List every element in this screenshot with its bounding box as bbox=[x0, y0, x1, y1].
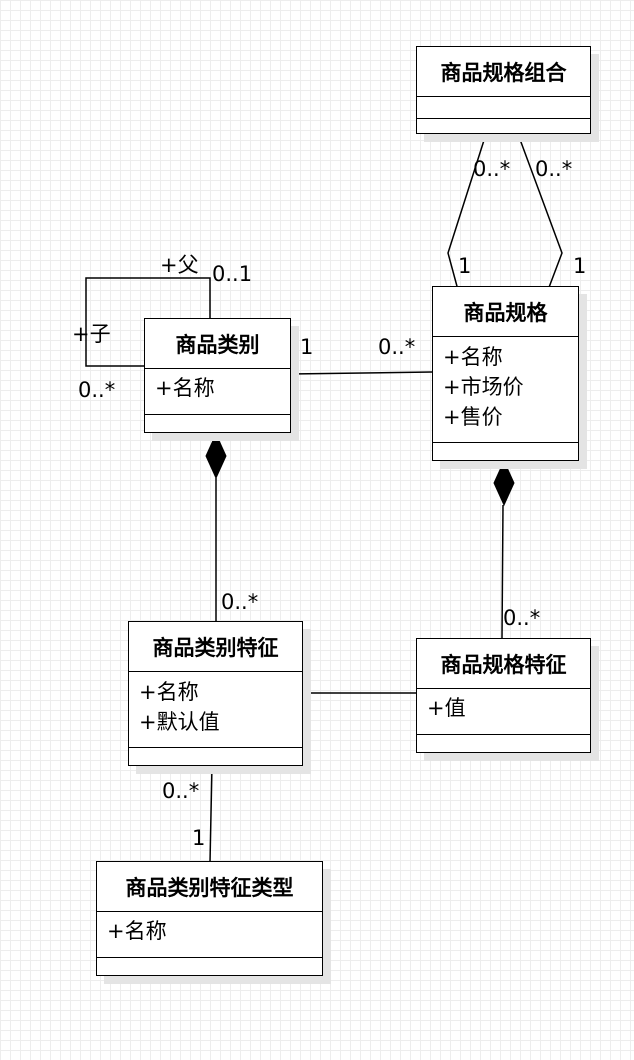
attr-category-name: +名称 bbox=[155, 376, 215, 400]
class-spec-feature-attributes: +值 bbox=[417, 689, 590, 735]
assoc-combo-spec-right bbox=[517, 133, 563, 291]
class-category-operations bbox=[145, 415, 290, 431]
class-spec-name: 商品规格 bbox=[433, 287, 578, 337]
composition-spec-feature bbox=[501, 504, 504, 639]
mult-feature-type-top: 0..* bbox=[162, 779, 200, 803]
attr-spec-name: +名称 bbox=[443, 345, 503, 369]
class-category-feature-type[interactable]: 商品类别特征类型 +名称 bbox=[96, 861, 323, 976]
mult-combo-right-bottom: 1 bbox=[573, 254, 587, 278]
mult-child: 0..* bbox=[78, 378, 116, 402]
class-category[interactable]: 商品类别 +名称 bbox=[144, 318, 291, 433]
composition-diamond-category bbox=[205, 432, 227, 480]
class-spec-operations bbox=[433, 443, 578, 459]
class-spec-feature[interactable]: 商品规格特征 +值 bbox=[416, 638, 591, 753]
class-spec-combo-name: 商品规格组合 bbox=[417, 47, 590, 97]
mult-category-spec-right: 0..* bbox=[378, 335, 416, 359]
mult-combo-right-top: 0..* bbox=[535, 157, 573, 181]
class-category-feature-operations bbox=[129, 748, 302, 764]
class-spec-combo-operations bbox=[417, 119, 590, 135]
assoc-catfeature-type bbox=[209, 764, 213, 863]
attr-category-feature-name: +名称 bbox=[139, 680, 199, 704]
attr-category-feature-default: +默认值 bbox=[139, 710, 220, 734]
assoc-combo-spec-left bbox=[447, 133, 487, 291]
mult-combo-left-bottom: 1 bbox=[458, 254, 472, 278]
attr-feature-type-name: +名称 bbox=[107, 919, 167, 943]
assoc-category-spec bbox=[289, 371, 433, 375]
attr-spec-sale-price: +售价 bbox=[443, 405, 503, 429]
class-category-feature-type-operations bbox=[97, 958, 322, 974]
mult-combo-left-top: 0..* bbox=[473, 157, 511, 181]
assoc-category-self bbox=[85, 277, 211, 367]
class-category-feature-type-attributes: +名称 bbox=[97, 912, 322, 958]
class-category-feature-type-name: 商品类别特征类型 bbox=[97, 862, 322, 912]
class-spec-feature-name: 商品规格特征 bbox=[417, 639, 590, 689]
attr-spec-feature-value: +值 bbox=[427, 696, 466, 720]
class-category-feature-name: 商品类别特征 bbox=[129, 622, 302, 672]
class-category-name: 商品类别 bbox=[145, 319, 290, 369]
class-spec-combo-attributes bbox=[417, 97, 590, 119]
class-category-feature-attributes: +名称 +默认值 bbox=[129, 672, 302, 748]
class-spec-feature-operations bbox=[417, 735, 590, 751]
mult-parent: 0..1 bbox=[212, 262, 253, 286]
role-child: +子 bbox=[72, 322, 111, 346]
class-category-feature[interactable]: 商品类别特征 +名称 +默认值 bbox=[128, 621, 303, 766]
class-spec[interactable]: 商品规格 +名称 +市场价 +售价 bbox=[432, 286, 579, 461]
class-spec-combo[interactable]: 商品规格组合 bbox=[416, 46, 591, 134]
mult-feature-type-bottom: 1 bbox=[192, 826, 206, 850]
attr-spec-market-price: +市场价 bbox=[443, 375, 524, 399]
role-parent: +父 bbox=[160, 253, 199, 277]
composition-diamond-spec bbox=[493, 459, 515, 507]
class-category-attributes: +名称 bbox=[145, 369, 290, 415]
mult-category-spec-left: 1 bbox=[300, 335, 314, 359]
mult-spec-feature: 0..* bbox=[503, 606, 541, 630]
mult-category-feature: 0..* bbox=[221, 590, 259, 614]
class-spec-attributes: +名称 +市场价 +售价 bbox=[433, 337, 578, 443]
